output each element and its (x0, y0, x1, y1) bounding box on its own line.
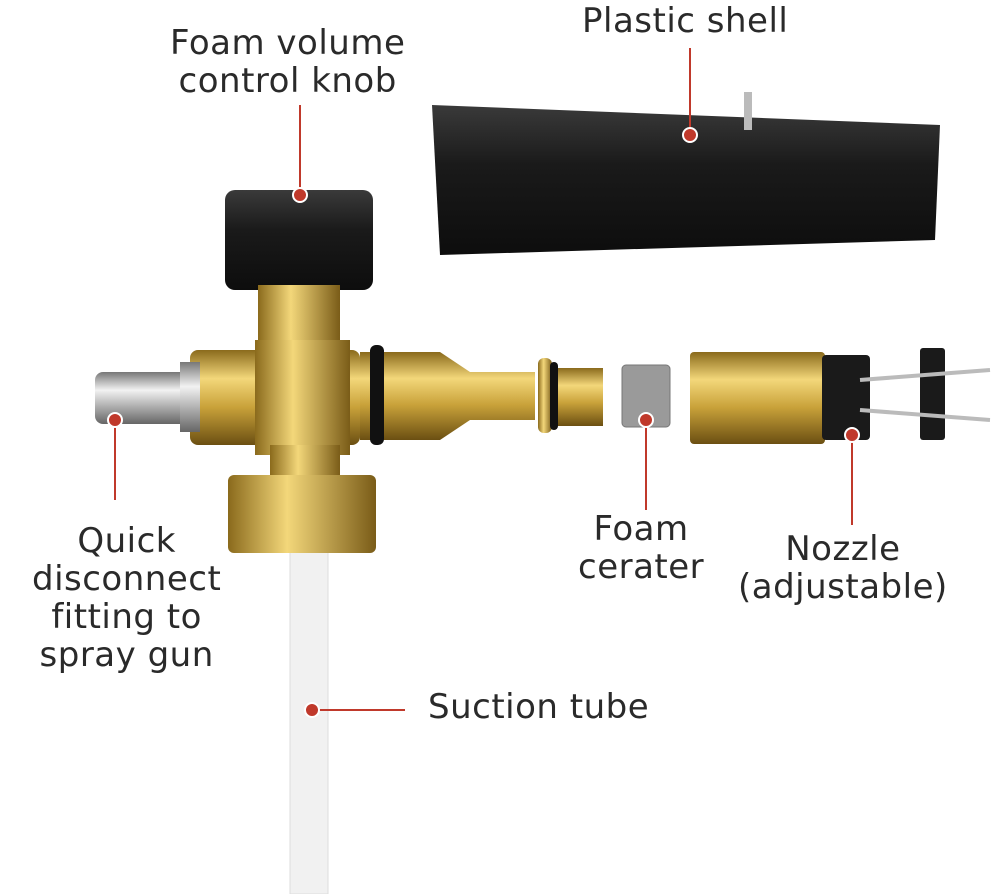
label-line: fitting to (51, 597, 202, 637)
label-nozzle: Nozzle (adjustable) (738, 530, 948, 606)
label-quick-disconnect: Quick disconnect fitting to spray gun (32, 522, 221, 674)
nozzle (690, 348, 991, 444)
label-suction-tube: Suction tube (428, 687, 650, 727)
label-knob: Foam volume control knob (170, 24, 405, 100)
label-line: disconnect (32, 559, 222, 599)
leader-lines (107, 48, 860, 718)
label-line: Quick (77, 521, 176, 561)
plastic-shell (432, 92, 940, 255)
label-line: (adjustable) (738, 567, 948, 607)
label-plastic-shell: Plastic shell (582, 1, 789, 41)
label-line: Foam (593, 509, 689, 549)
label-line: Nozzle (785, 529, 901, 569)
control-knob (225, 190, 373, 345)
quick-disconnect (95, 362, 200, 432)
label-foam-cerater: Foam cerater (578, 510, 704, 586)
valve-body (190, 340, 603, 553)
label-line: cerater (578, 547, 705, 587)
label-line: spray gun (39, 635, 214, 675)
label-line: control knob (178, 61, 397, 101)
label-line: Foam volume (170, 23, 406, 63)
suction-tube (289, 544, 329, 894)
